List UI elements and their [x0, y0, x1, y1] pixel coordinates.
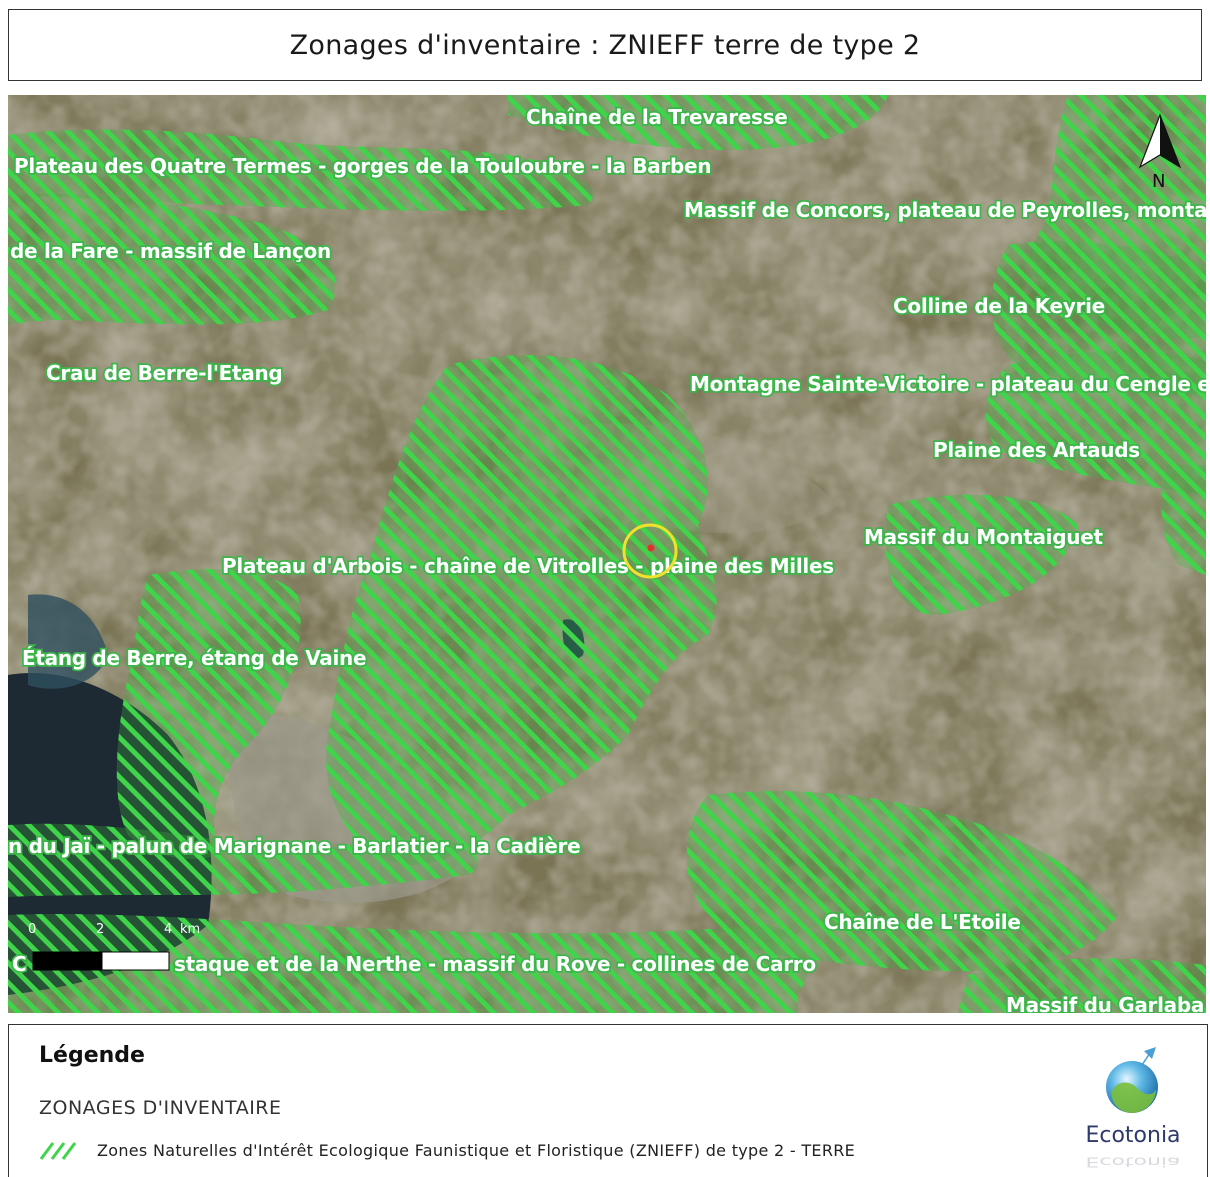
zone-trevaresse[interactable] — [508, 95, 888, 150]
label-plaine-artauds: Plaine des Artauds — [933, 438, 1140, 462]
legend-panel: Légende ZONAGES D'INVENTAIRE Zones Natur… — [8, 1024, 1208, 1177]
site-marker-dot — [647, 544, 655, 552]
label-trevaresse: Chaîne de la Trevaresse — [526, 105, 788, 129]
label-montaiguet: Massif du Montaiguet — [864, 525, 1103, 549]
zone-plaine-artauds[interactable] — [1161, 465, 1206, 575]
scale-segment-black — [32, 951, 103, 971]
ecotonia-logo: Ecotonia Ecotonia — [1073, 1043, 1193, 1173]
ecotonia-name: Ecotonia — [1085, 1123, 1181, 1148]
map-title-box: Zonages d'inventaire : ZNIEFF terre de t… — [8, 9, 1202, 81]
legend-item-label: Zones Naturelles d'Intérêt Ecologique Fa… — [97, 1140, 856, 1160]
scale-tick-4: 4 — [164, 922, 172, 937]
zone-montaiguet[interactable] — [885, 494, 1078, 615]
label-c: C — [12, 952, 26, 976]
zone-marignane[interactable] — [8, 823, 479, 897]
scale-bar: 0 2 4 km — [28, 922, 200, 971]
north-arrow-icon: N — [1138, 113, 1182, 192]
label-concors: Massif de Concors, plateau de Peyrolles,… — [684, 198, 1206, 222]
zone-labels: Chaîne de la Trevaresse Plateau des Quat… — [8, 103, 1206, 1013]
legend-item-znieff: Zones Naturelles d'Intérêt Ecologique Fa… — [39, 1139, 855, 1161]
site-marker-ring — [622, 523, 678, 579]
label-plateau-arbois: Plateau d'Arbois - chaîne de Vitrolles -… — [222, 554, 834, 578]
label-marignane: n du Jaï - palun de Marignane - Barlatie… — [8, 834, 580, 858]
site-marker[interactable] — [622, 523, 678, 579]
north-label: N — [1152, 171, 1165, 192]
zone-nerthe[interactable] — [8, 913, 808, 1013]
znieff-zones — [8, 95, 1206, 1013]
map-canvas: Chaîne de la Trevaresse Plateau des Quat… — [8, 95, 1206, 1013]
label-garlaban: Massif du Garlaba — [1006, 993, 1204, 1013]
scale-unit: km — [180, 922, 200, 937]
label-chaine-etoile: Chaîne de L'Etoile — [824, 910, 1021, 934]
label-etang-berre: Étang de Berre, étang de Vaine — [22, 646, 366, 670]
zone-quatre-termes[interactable] — [8, 129, 594, 211]
scale-segment-white — [101, 951, 170, 971]
zone-la-fare[interactable] — [8, 193, 336, 325]
label-keyrie: Colline de la Keyrie — [893, 294, 1105, 318]
zone-etang-vaine[interactable] — [116, 569, 301, 859]
map-title: Zonages d'inventaire : ZNIEFF terre de t… — [289, 29, 921, 61]
ecotonia-globe-icon — [1106, 1047, 1158, 1113]
legend-title: Légende — [39, 1043, 145, 1068]
map-view[interactable]: Chaîne de la Trevaresse Plateau des Quat… — [8, 95, 1206, 1013]
zone-chaine-etoile[interactable] — [686, 791, 1118, 972]
legend-section-title: ZONAGES D'INVENTAIRE — [39, 1097, 282, 1119]
zone-sainte-victoire[interactable] — [985, 351, 1206, 495]
zone-plateau-arbois[interactable] — [326, 355, 717, 865]
scale-tick-0: 0 — [28, 922, 36, 937]
label-sainte-victoire: Montagne Sainte-Victoire - plateau du Ce… — [690, 372, 1206, 396]
label-nerthe: staque et de la Nerthe - massif du Rove … — [174, 952, 816, 976]
zone-garlaban[interactable] — [958, 958, 1206, 1013]
scale-tick-2: 2 — [96, 922, 104, 937]
label-quatre-termes: Plateau des Quatre Termes - gorges de la… — [14, 154, 711, 178]
label-la-fare: de la Fare - massif de Lançon — [10, 239, 331, 263]
salt-pans-water — [28, 594, 108, 689]
label-crau: Crau de Berre-l'Etang — [46, 361, 282, 385]
hatch-swatch-icon — [39, 1142, 77, 1160]
ecotonia-name-reflection: Ecotonia — [1085, 1154, 1181, 1169]
